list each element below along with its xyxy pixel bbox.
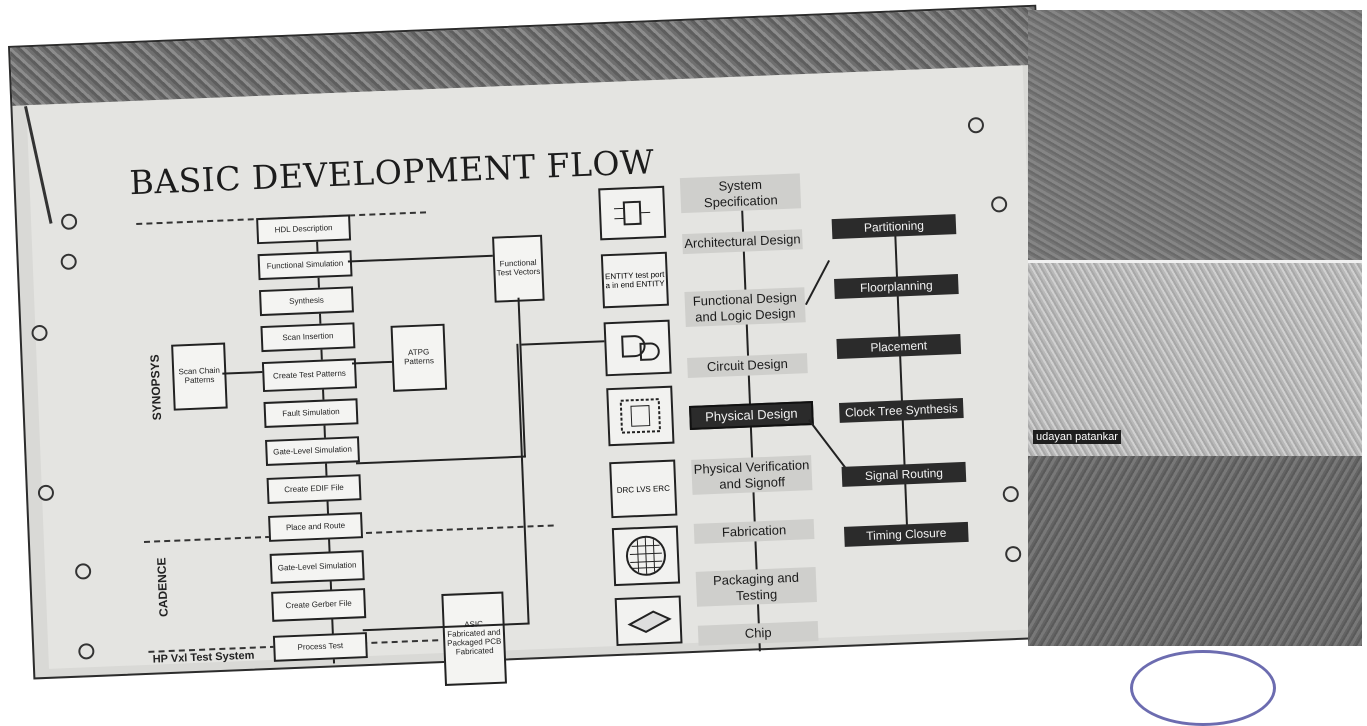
section-label-synopsys: SYNOPSYS (148, 354, 165, 421)
circuit-node-icon (1002, 486, 1019, 503)
circuit-node-icon (968, 117, 985, 134)
side-box: Scan Chain Patterns (171, 343, 228, 411)
flow-box: Gate-Level Simulation (270, 550, 365, 584)
section-label-cadence: CADENCE (154, 557, 170, 617)
icon-column: ENTITY test port a in end ENTITY DRC LVS… (598, 180, 687, 662)
physical-design-subflow: Partitioning Floorplanning Placement Clo… (831, 208, 975, 553)
video-panel-bottom (1028, 456, 1362, 646)
flow-box: Place and Route (268, 512, 363, 542)
flow-step: Physical Verification and Signoff (691, 455, 812, 495)
circuit-node-icon (1005, 546, 1022, 563)
physical-step: Timing Closure (844, 522, 969, 547)
flow-step: Circuit Design (687, 353, 808, 377)
video-panel-top (1028, 10, 1362, 260)
block-diagram-icon (598, 186, 666, 241)
flow-step: System Specification (680, 173, 801, 213)
flow-box: HDL Description (256, 214, 351, 244)
slide: BASIC DEVELOPMENT FLOW SYNOPSYS CADENCE … (8, 5, 1062, 680)
physical-step: Clock Tree Synthesis (839, 398, 964, 423)
chip-icon (615, 595, 683, 646)
side-box: ATPG Patterns (391, 324, 448, 392)
side-box: Functional Test Vectors (492, 235, 545, 303)
physical-step: Floorplanning (834, 274, 959, 299)
physical-step: Partitioning (832, 214, 957, 239)
physical-step: Signal Routing (842, 462, 967, 487)
wafer-icon (612, 526, 680, 587)
vhdl-code-icon: ENTITY test port a in end ENTITY (601, 252, 669, 309)
flow-box: Create Test Patterns (262, 358, 357, 392)
side-box: ASIC Fabricated and Packaged PCB Fabrica… (441, 592, 507, 686)
logic-gate-icon (604, 320, 672, 377)
flow-box: Create Gerber File (271, 588, 366, 622)
flow-step-highlighted: Physical Design (689, 401, 814, 430)
connector (222, 371, 262, 375)
circuit-node-icon (38, 485, 55, 502)
layout-icon (606, 386, 674, 447)
connector (348, 255, 493, 263)
flow-box: Gate-Level Simulation (265, 436, 360, 466)
flow-box: Fault Simulation (263, 398, 358, 428)
flow-step: Chip (698, 621, 819, 645)
flow-box: Process Test (273, 632, 368, 662)
circuit-trace (24, 106, 52, 224)
circuit-node-icon (31, 325, 48, 342)
flow-box: Synthesis (259, 286, 354, 316)
flow-step: Packaging and Testing (696, 567, 817, 607)
slide-content: BASIC DEVELOPMENT FLOW SYNOPSYS CADENCE … (26, 65, 1045, 669)
flow-step: Fabrication (694, 519, 815, 543)
flow-box: Functional Simulation (258, 250, 353, 280)
circuit-node-icon (60, 253, 77, 270)
speaker-name-label: udayan patankar (1033, 430, 1121, 444)
circuit-node-icon (78, 643, 95, 660)
slide-title: BASIC DEVELOPMENT FLOW (129, 142, 655, 202)
flow-step: Functional Design and Logic Design (684, 287, 805, 327)
circuit-node-icon (75, 563, 92, 580)
stamp-icon (1130, 650, 1276, 726)
flow-box: Create EDIF File (267, 474, 362, 504)
connector (352, 361, 392, 365)
physical-step: Placement (836, 334, 961, 359)
verification-icon: DRC LVS ERC (609, 460, 677, 519)
flow-step: Architectural Design (682, 229, 803, 253)
connector (356, 456, 526, 465)
circuit-node-icon (61, 213, 78, 230)
flow-box: Scan Insertion (260, 322, 355, 352)
connector (894, 221, 909, 541)
design-flow-column: System Specification Architectural Desig… (680, 169, 825, 664)
circuit-node-icon (991, 196, 1008, 213)
